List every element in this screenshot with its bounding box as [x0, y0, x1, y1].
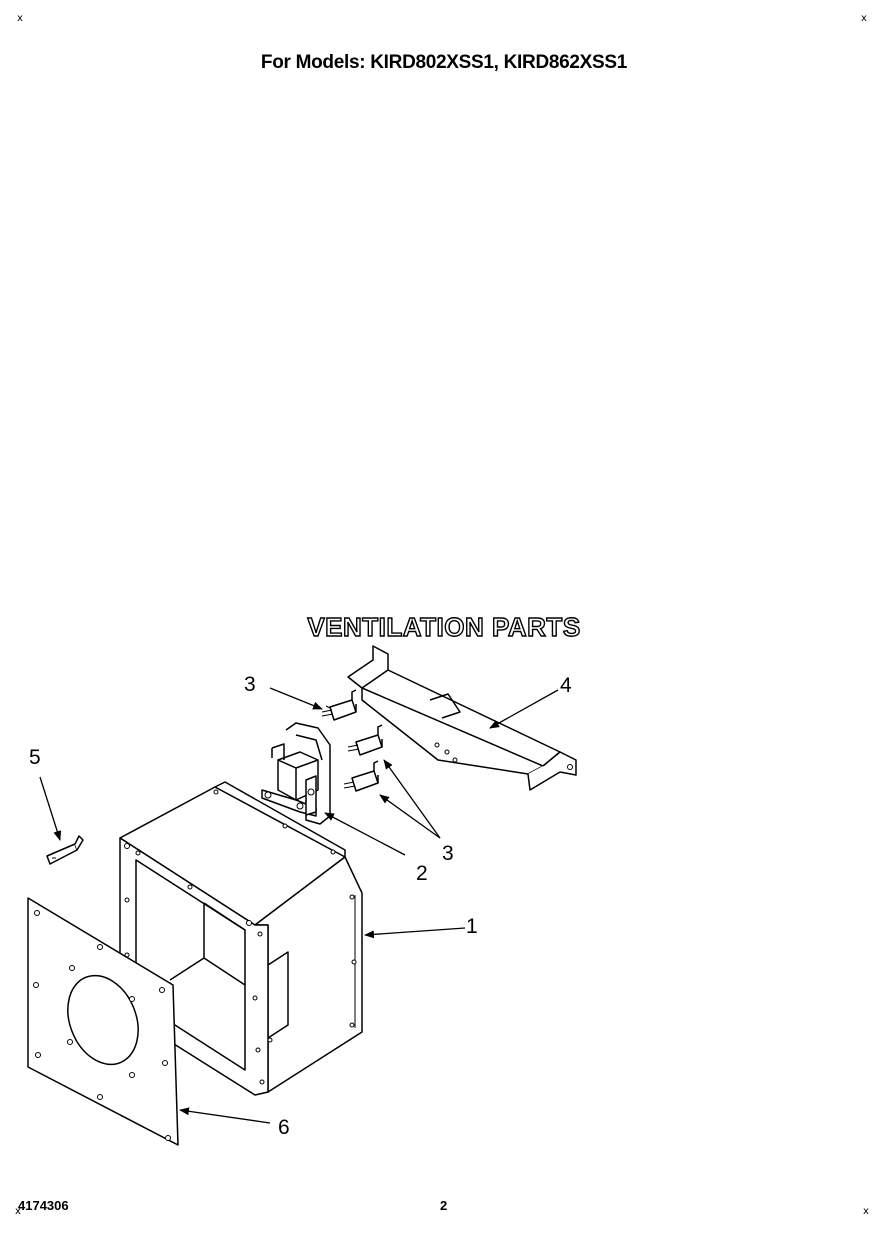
document-number: 4174306 — [18, 1198, 69, 1213]
leader-2 — [324, 812, 406, 856]
leader-3-middle — [383, 759, 441, 839]
callout-6: 6 — [278, 1116, 290, 1139]
part-2-motor — [261, 722, 331, 825]
registration-mark-bottom-right: x — [863, 1206, 869, 1217]
leader-4 — [489, 689, 559, 729]
registration-mark-bottom-left: x — [15, 1206, 21, 1217]
leader-5 — [39, 776, 62, 841]
callout-1: 1 — [466, 915, 478, 938]
part-6-gasket — [27, 897, 179, 1146]
callout-3-right: 3 — [442, 842, 454, 865]
models-header: For Models: KIRD802XSS1, KIRD862XSS1 — [260, 52, 628, 73]
leader-6 — [179, 1107, 271, 1124]
page-number: 2 — [440, 1198, 448, 1213]
part-5-clip — [46, 835, 84, 865]
part-3-connector-bottom — [343, 760, 379, 792]
part-3-connector-top — [321, 689, 357, 721]
registration-mark-top-right: x — [861, 13, 867, 24]
callout-5: 5 — [29, 746, 41, 769]
part-4-bracket — [347, 645, 577, 791]
callout-4: 4 — [560, 674, 572, 697]
leader-lines — [39, 687, 559, 1124]
leader-3-bottom — [379, 794, 441, 839]
section-title: VENTILATION PARTS — [307, 611, 581, 642]
callout-3-top: 3 — [244, 673, 256, 696]
callout-2: 2 — [416, 862, 428, 885]
leader-1 — [364, 927, 466, 939]
leader-3-top — [269, 687, 323, 710]
part-3-connector-middle — [347, 724, 383, 756]
registration-mark-top-left: x — [17, 13, 23, 24]
